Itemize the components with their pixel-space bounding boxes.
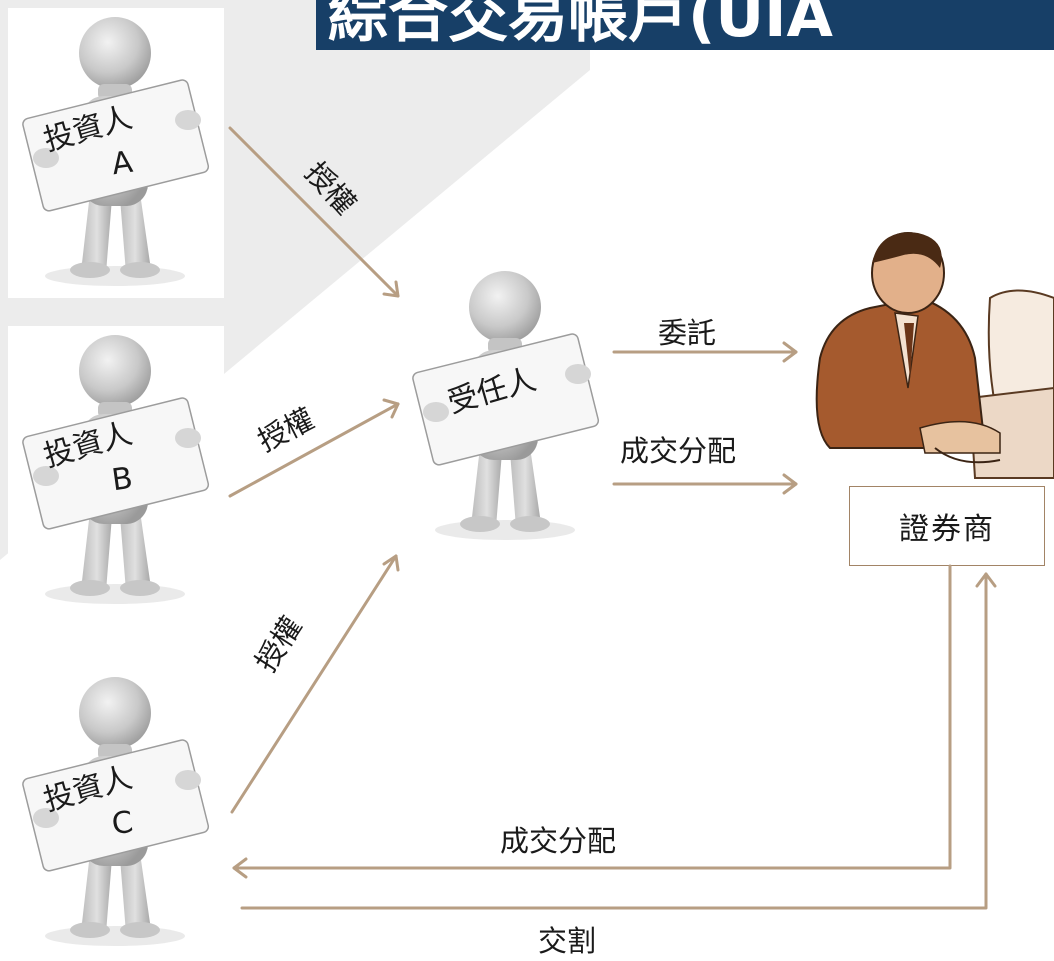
page-title: 綜合交易帳戶(UIA — [316, 0, 1054, 50]
broker-label: 證券商 — [899, 512, 995, 547]
arrow-allocation-to-broker — [612, 473, 798, 495]
label-entrust: 委託 — [658, 316, 717, 350]
arrow-entrust — [612, 341, 798, 363]
broker-box: 證券商 — [849, 486, 1045, 566]
arrow-allocation-to-investor — [232, 564, 952, 879]
broker-clerk-icon — [815, 232, 1054, 479]
arrow-authorize-b — [228, 398, 400, 498]
label-allocation-to-investor: 成交分配 — [500, 824, 617, 858]
label-allocation-to-broker: 成交分配 — [620, 434, 737, 468]
label-settlement: 交割 — [538, 924, 597, 958]
arrow-settlement — [240, 572, 997, 910]
arrow-authorize-a — [228, 126, 400, 298]
arrow-authorize-c — [230, 554, 400, 814]
